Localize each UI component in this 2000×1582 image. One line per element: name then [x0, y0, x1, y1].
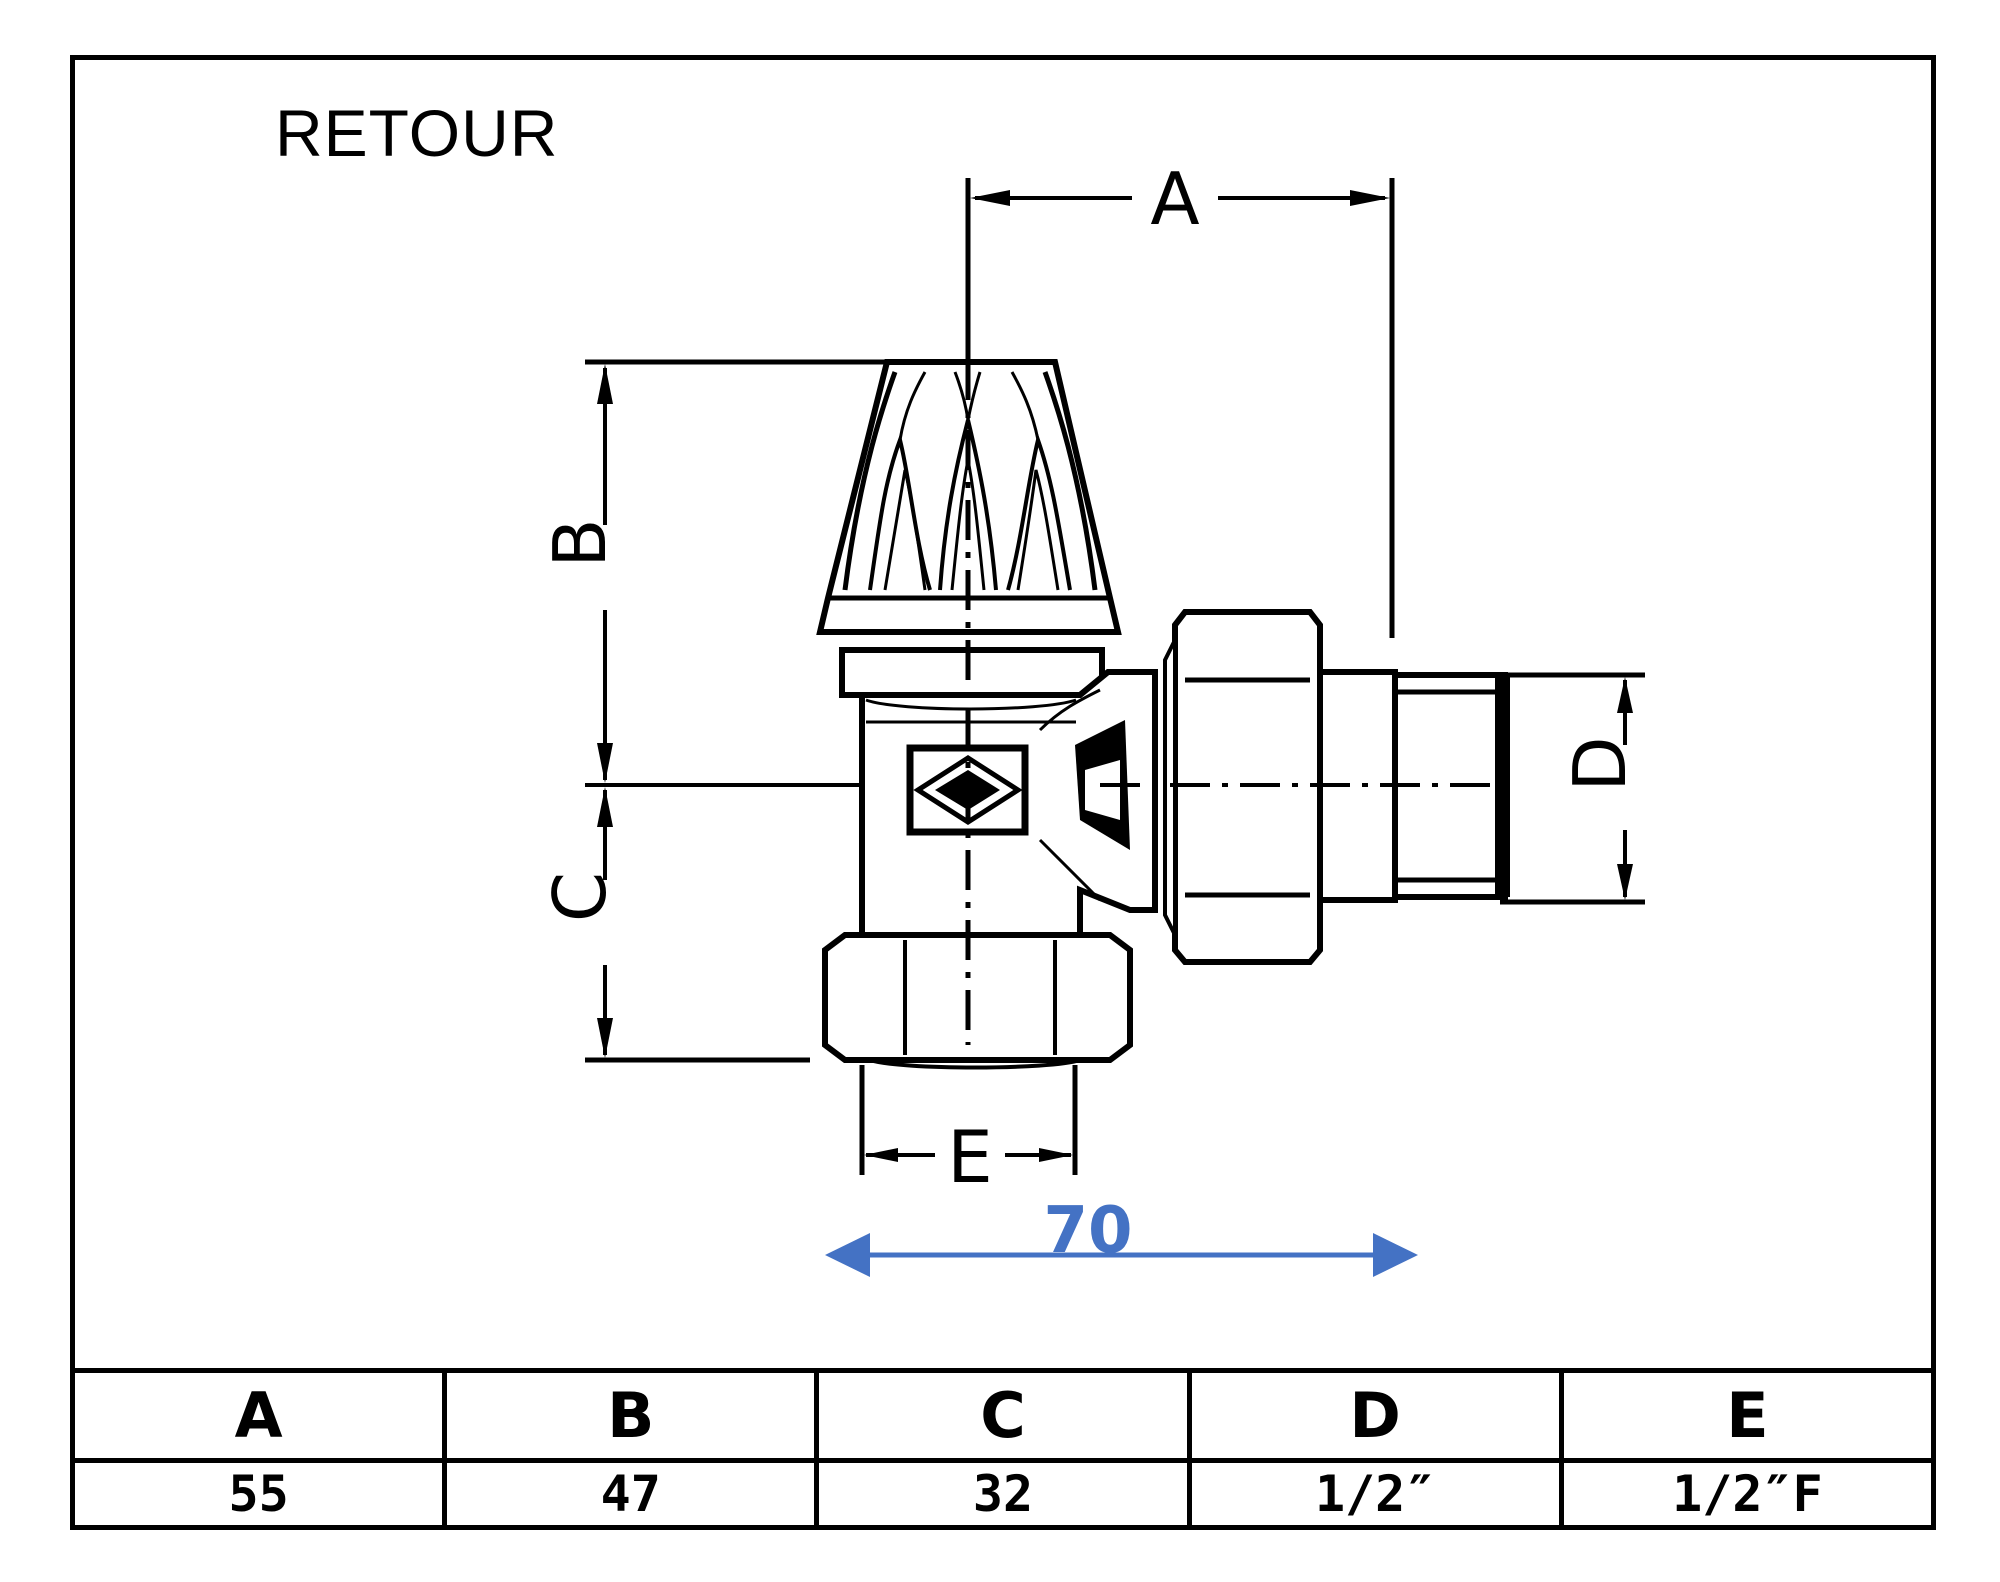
valve-body — [816, 359, 1510, 1070]
drawing-title: RETOUR — [275, 96, 559, 170]
dimension-label-c: C — [538, 872, 622, 922]
dimension-e: E — [859, 1065, 1078, 1199]
dimension-a: A — [965, 157, 1395, 638]
value-cell-b: 47 — [442, 1457, 820, 1531]
dimensions-table-value-row: 55 47 32 1/2″ 1/2″F — [69, 1457, 1937, 1531]
value-cell-a: 55 — [69, 1457, 448, 1531]
header-cell-d: D — [1186, 1368, 1564, 1463]
center-lines — [965, 360, 1500, 1045]
dimensions-table: A B C D E 55 47 32 1/2″ 1/2″F — [69, 1368, 1937, 1531]
header-cell-b: B — [442, 1368, 820, 1463]
dimensions-table-header-row: A B C D E — [69, 1368, 1937, 1463]
overall-length-measure: 70 — [825, 1194, 1418, 1277]
dimension-label-d: D — [1558, 736, 1642, 791]
drawing-frame — [70, 55, 1936, 1530]
header-cell-c: C — [814, 1368, 1192, 1463]
dimension-label-a: A — [1150, 157, 1199, 241]
dimension-label-b: B — [538, 518, 622, 567]
header-cell-e: E — [1558, 1368, 1937, 1463]
header-cell-a: A — [69, 1368, 448, 1463]
overall-length-value: 70 — [1043, 1194, 1132, 1268]
value-cell-e: 1/2″F — [1558, 1457, 1937, 1531]
dimension-label-e: E — [947, 1115, 993, 1199]
dimension-d: D — [1500, 672, 1645, 905]
value-cell-d: 1/2″ — [1186, 1457, 1564, 1531]
valve-cap — [816, 359, 1122, 635]
dimension-b-c: B C — [538, 359, 1100, 1063]
value-cell-c: 32 — [814, 1457, 1192, 1531]
